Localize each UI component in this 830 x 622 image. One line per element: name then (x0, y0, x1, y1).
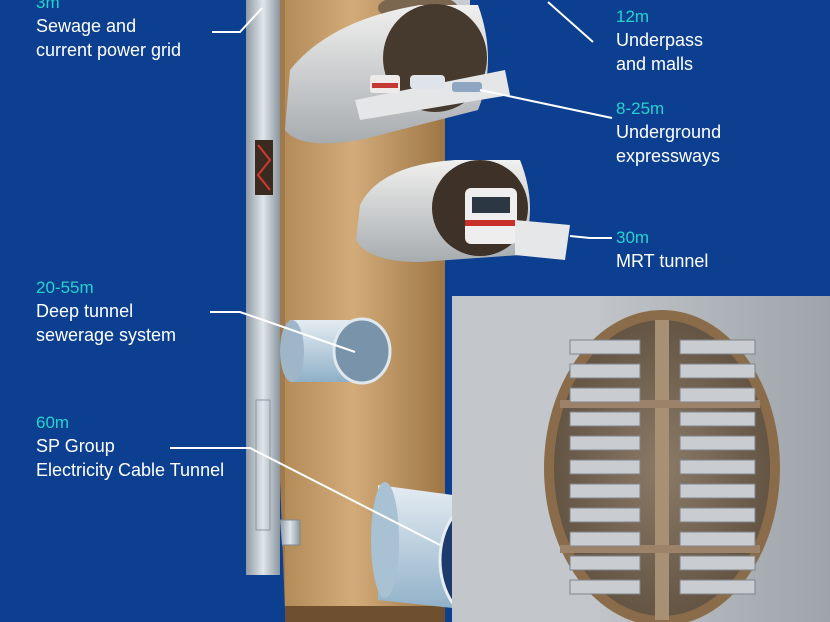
depth-30m: 30m (616, 228, 650, 247)
cable-tray (569, 579, 641, 595)
cable-tray (679, 507, 756, 523)
desc-mrt: MRT tunnel (616, 251, 709, 271)
cable-tray (569, 387, 641, 403)
desc-expressways: Underground expressways (616, 122, 722, 166)
cable-trays (569, 339, 756, 595)
cable-tray (679, 339, 756, 355)
cable-tray (569, 339, 641, 355)
depth-3m: 3m (36, 0, 60, 12)
cable-tray (679, 387, 756, 403)
depth-20-55m: 20-55m (36, 278, 94, 297)
cable-tray (679, 531, 756, 547)
cable-tray (679, 579, 756, 595)
cable-tray (569, 363, 641, 379)
cable-tray (569, 531, 641, 547)
cable-tray (569, 507, 641, 523)
label-cable-tunnel: 60m SP Group Electricity Cable Tunnel (36, 412, 224, 482)
label-leader-lines (170, 1, 613, 546)
cable-tray (569, 555, 641, 571)
cable-tray (679, 363, 756, 379)
cable-tray (679, 411, 756, 427)
deep-sewer-pipe (280, 317, 392, 385)
cable-tray (569, 483, 641, 499)
cable-tray (679, 435, 756, 451)
label-deep-tunnel: 20-55m Deep tunnel sewerage system (36, 277, 176, 347)
desc-underpass: Underpass and malls (616, 30, 704, 74)
depth-60m: 60m (36, 413, 70, 432)
vertical-utility-pipe (246, 0, 301, 575)
depth-8-25m: 8-25m (616, 99, 665, 118)
cable-tray (679, 555, 756, 571)
desc-deep-tunnel: Deep tunnel sewerage system (36, 301, 177, 345)
cable-tray (679, 483, 756, 499)
depth-12m: 12m (616, 7, 650, 26)
cable-tunnel-cutaway (452, 296, 830, 622)
cable-tray (569, 435, 641, 451)
mrt-tunnel (356, 160, 570, 262)
label-mrt: 30m MRT tunnel (616, 227, 708, 273)
cable-tray (679, 459, 756, 475)
cable-tray (569, 411, 641, 427)
label-underpass: 12m Underpass and malls (616, 6, 703, 76)
cable-tray (569, 459, 641, 475)
label-sewage: 3m Sewage and current power grid (36, 0, 181, 62)
desc-sewage: Sewage and current power grid (36, 16, 182, 60)
desc-cable-tunnel: SP Group Electricity Cable Tunnel (36, 436, 225, 480)
expressway-tunnel (285, 4, 510, 144)
label-expressways: 8-25m Underground expressways (616, 98, 721, 168)
